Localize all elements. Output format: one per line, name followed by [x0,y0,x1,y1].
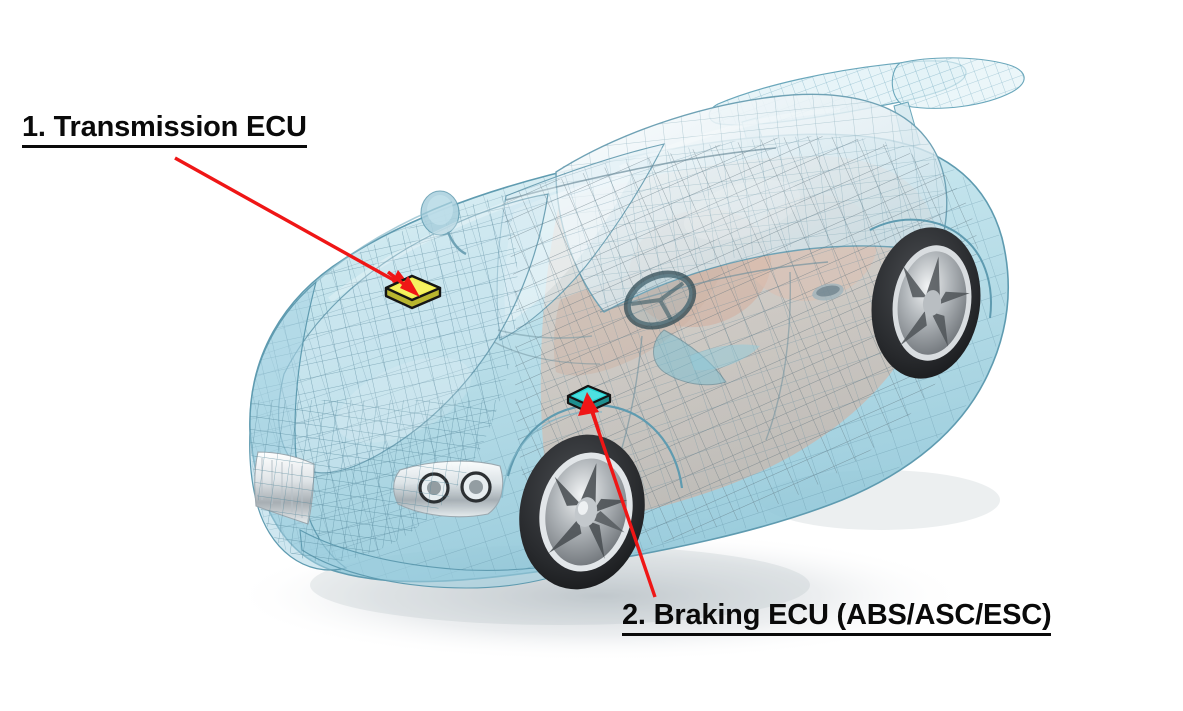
rear-wheel [869,218,992,379]
callout-label-transmission-ecu: 1. Transmission ECU [22,112,307,149]
door-handle [812,283,844,301]
callout-2-arrowhead [578,392,601,433]
body-highlights [328,107,841,443]
callout-1-arrowhead [386,270,420,297]
steering-wheel [623,270,697,330]
callout-label-braking-ecu: 2. Braking ECU (ABS/ASC/ESC) [622,600,1052,637]
front-wheel [501,404,684,590]
side-mirror [420,190,467,256]
center-console [653,329,760,386]
callout-2-arrow [590,411,657,598]
